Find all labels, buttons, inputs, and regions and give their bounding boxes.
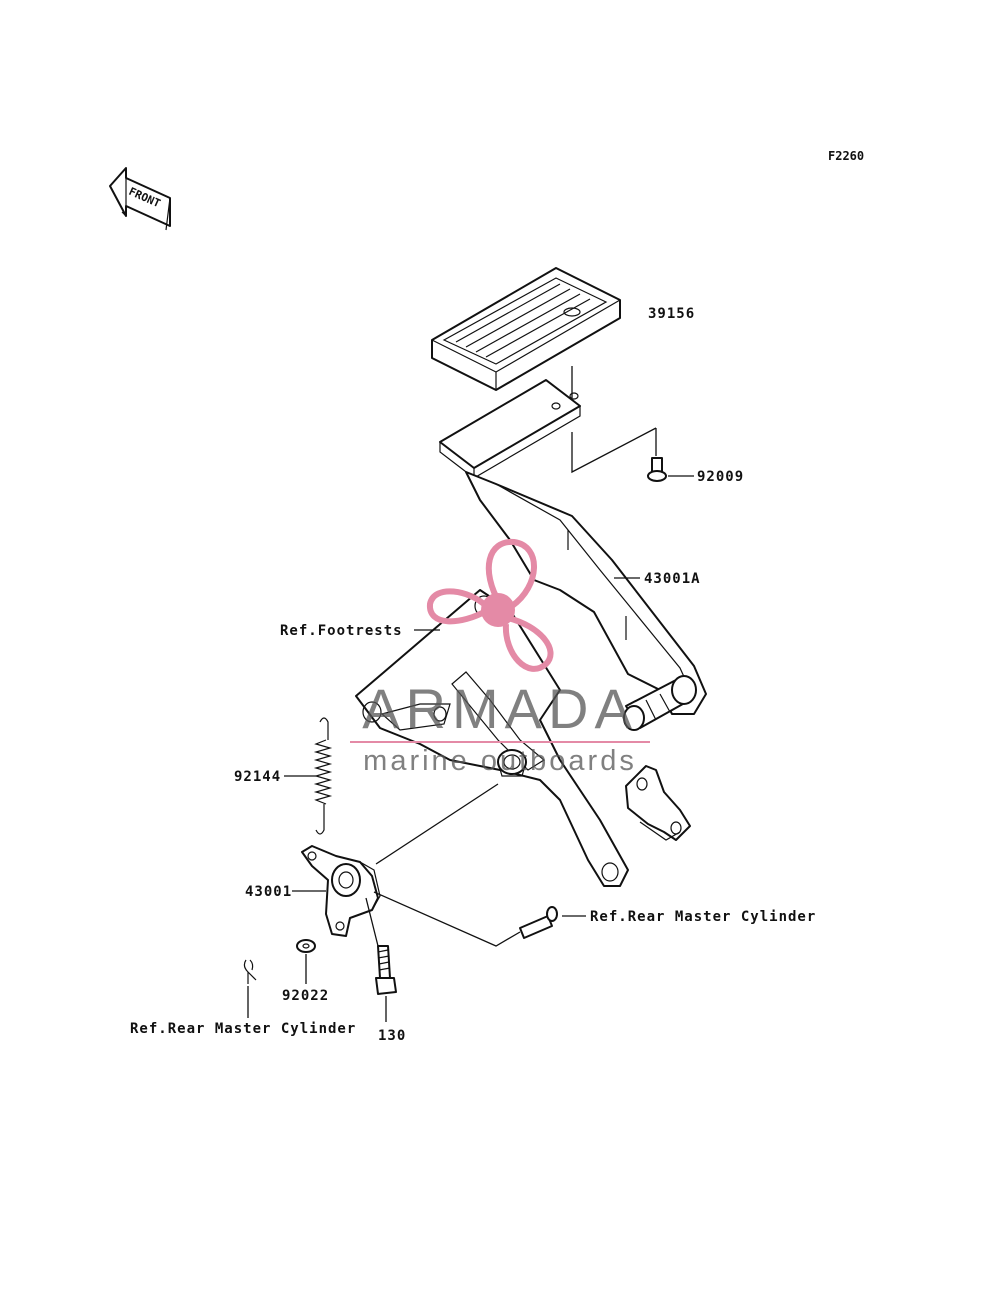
pivot-shaft [623, 675, 697, 731]
diagram-code: F2260 [828, 149, 864, 163]
ref-footrests: Ref.Footrests [280, 623, 403, 639]
watermark-title: ARMADA [362, 677, 638, 740]
clevis-bracket [625, 765, 691, 841]
ref-rear-master-cylinder-right: Ref.Rear Master Cylinder [590, 909, 816, 925]
watermark-subtitle: marine outboards [363, 745, 637, 777]
part-number-39156: 39156 [648, 306, 695, 322]
screw-92009 [647, 457, 667, 482]
part-number-43001a: 43001A [644, 571, 701, 587]
propeller-logo-icon [427, 538, 554, 672]
part-number-92144: 92144 [234, 769, 281, 785]
clevis-pin [519, 906, 558, 939]
bushing [497, 749, 527, 777]
return-spring [313, 717, 333, 835]
bolt-130 [375, 945, 397, 995]
brake-lever [301, 845, 381, 937]
front-arrow-icon: FRONT [109, 167, 171, 231]
part-number-92009: 92009 [697, 469, 744, 485]
pedal-pad [431, 267, 621, 391]
cotter-pin [243, 959, 257, 984]
part-number-130: 130 [378, 1028, 406, 1044]
ref-rear-master-cylinder-left: Ref.Rear Master Cylinder [130, 1021, 356, 1037]
leader-lines [247, 366, 694, 1022]
washer-92022 [296, 939, 316, 953]
part-number-92022: 92022 [282, 988, 329, 1004]
pedal-plate [439, 379, 581, 479]
watermark: ARMADA marine outboards [350, 538, 650, 777]
part-number-43001: 43001 [245, 884, 292, 900]
